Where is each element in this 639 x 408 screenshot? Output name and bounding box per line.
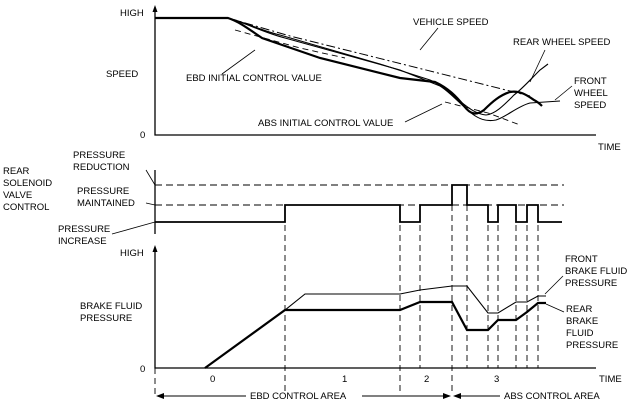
svg-text:PRESSURE: PRESSURE — [80, 313, 132, 324]
front-brake-pressure-label: FRONT BRAKE FLUID PRESSURE — [565, 254, 627, 289]
rear-wheel-speed-label: REAR WHEEL SPEED — [513, 37, 610, 48]
ebd-right-arrowhead-icon — [443, 393, 451, 399]
svg-text:INCREASE: INCREASE — [58, 236, 107, 247]
phase-2-label: 2 — [424, 374, 429, 385]
speed-graph: HIGH 0 SPEED TIME VEHICLE SPEED REAR WHE… — [106, 5, 621, 153]
svg-text:VALVE: VALVE — [3, 190, 32, 201]
ebd-left-arrowhead-icon — [156, 393, 164, 399]
brake-fluid-pressure-axis-label: BRAKE FLUID PRESSURE — [80, 301, 142, 324]
abs-control-area-label: ABS CONTROL AREA — [504, 391, 600, 402]
ebd-initial-value-label: EBD INITIAL CONTROL VALUE — [186, 73, 322, 84]
front-wheel-speed-label: FRONT WHEEL SPEED — [574, 76, 608, 111]
phase-labels: 0 1 2 3 — [210, 374, 499, 385]
vehicle-speed-curve — [227, 17, 531, 97]
ebd-initial-value-line — [234, 29, 346, 59]
valve-control-graph: REAR SOLENOID VALVE CONTROL PRESSURE RED… — [3, 150, 564, 247]
pressure-y-arrow-icon — [152, 245, 158, 252]
valve-control-title: REAR SOLENOID VALVE CONTROL — [3, 166, 52, 213]
svg-text:BRAKE FLUID: BRAKE FLUID — [80, 301, 142, 312]
increase-leader — [111, 221, 156, 235]
svg-text:SPEED: SPEED — [574, 100, 606, 111]
pressure-time-label: TIME — [599, 374, 622, 385]
timing-guides — [154, 185, 539, 398]
svg-text:BRAKE FLUID: BRAKE FLUID — [565, 266, 627, 277]
ebd-control-area-label: EBD CONTROL AREA — [250, 391, 347, 402]
speed-y-arrow-icon — [152, 5, 158, 12]
abs-initial-value-line — [444, 101, 521, 126]
svg-text:FRONT: FRONT — [565, 254, 598, 265]
abs-initial-value-leader — [404, 103, 443, 123]
svg-text:REAR: REAR — [566, 304, 593, 315]
svg-text:BRAKE: BRAKE — [566, 316, 598, 327]
svg-text:REDUCTION: REDUCTION — [73, 162, 130, 173]
vehicle-speed-label: VEHICLE SPEED — [413, 17, 489, 28]
svg-text:MAINTAINED: MAINTAINED — [77, 198, 135, 209]
svg-text:PRESSURE: PRESSURE — [565, 278, 617, 289]
maintained-leader — [145, 202, 156, 206]
svg-text:CONTROL: CONTROL — [3, 202, 49, 213]
vehicle-speed-leader — [419, 27, 439, 51]
front-wheel-speed-curve — [227, 17, 561, 122]
svg-text:REAR: REAR — [3, 166, 30, 177]
front-wheel-speed-leader — [554, 85, 573, 101]
speed-axes — [154, 10, 596, 136]
pressure-maintained-label: PRESSURE MAINTAINED — [77, 186, 135, 209]
front-brake-pressure-leader — [544, 275, 564, 295]
speed-high-label: HIGH — [120, 8, 144, 19]
speed-axis-label: SPEED — [106, 69, 138, 80]
wheel-speed-control-curve — [155, 16, 543, 115]
rear-brake-pressure-leader — [545, 303, 565, 313]
valve-control-signal — [155, 184, 562, 223]
rear-wheel-speed-leader — [529, 49, 546, 83]
pressure-high-label: HIGH — [120, 248, 144, 259]
svg-text:PRESSURE: PRESSURE — [58, 224, 110, 235]
speed-zero-label: 0 — [140, 130, 145, 141]
rear-brake-pressure-curve — [204, 300, 546, 369]
ebd-initial-value-leader — [221, 49, 256, 75]
abs-left-arrowhead-icon — [453, 393, 461, 399]
control-areas: EBD CONTROL AREA ABS CONTROL AREA — [156, 391, 600, 402]
svg-text:FRONT: FRONT — [574, 76, 607, 87]
phase-3-label: 3 — [494, 374, 499, 385]
front-brake-pressure-curve — [204, 285, 546, 369]
pressure-graph: HIGH 0 TIME BRAKE FLUID PRESSURE FRONT B… — [80, 245, 627, 385]
svg-text:PRESSURE: PRESSURE — [566, 340, 618, 351]
svg-text:PRESSURE: PRESSURE — [73, 150, 125, 161]
phase-0-label: 0 — [210, 374, 215, 385]
reduction-leader — [145, 169, 156, 186]
rear-brake-pressure-label: REAR BRAKE FLUID PRESSURE — [566, 304, 618, 351]
svg-text:PRESSURE: PRESSURE — [77, 186, 129, 197]
svg-text:FLUID: FLUID — [566, 328, 594, 339]
pressure-reduction-label: PRESSURE REDUCTION — [73, 150, 130, 173]
phase-1-label: 1 — [342, 374, 347, 385]
pressure-increase-label: PRESSURE INCREASE — [58, 224, 110, 247]
speed-time-label: TIME — [598, 142, 621, 153]
svg-text:WHEEL: WHEEL — [574, 88, 608, 99]
abs-initial-value-label: ABS INITIAL CONTROL VALUE — [258, 118, 393, 129]
pressure-zero-label: 0 — [140, 364, 145, 375]
svg-text:SOLENOID: SOLENOID — [3, 178, 52, 189]
